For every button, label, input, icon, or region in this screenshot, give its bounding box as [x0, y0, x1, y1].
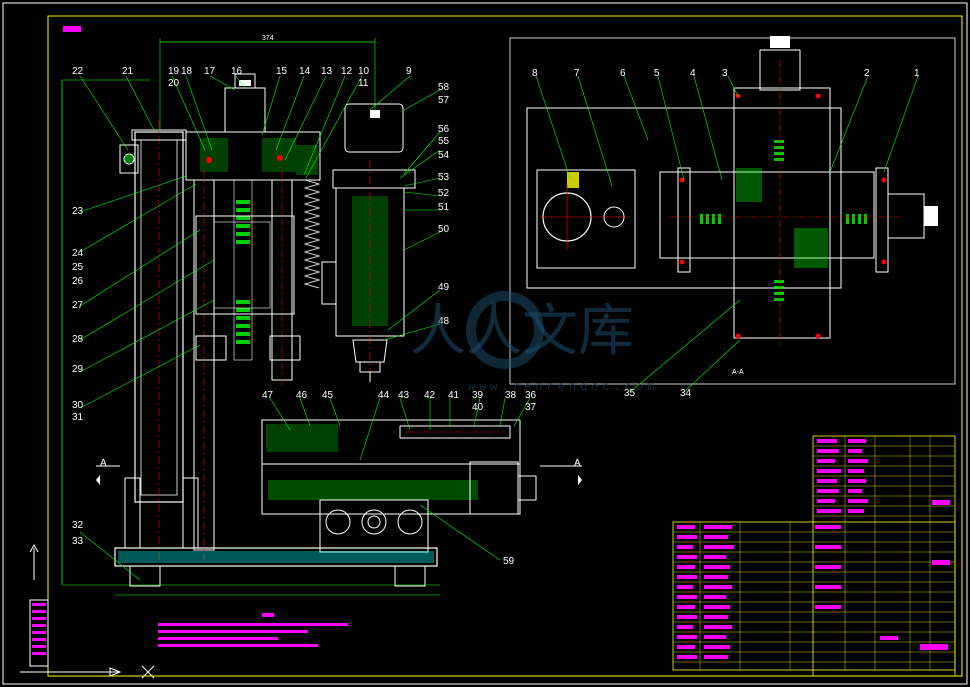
- part-label: 33: [72, 536, 84, 547]
- part-label: 53: [438, 172, 450, 183]
- main-view: 374: [61, 35, 582, 596]
- part-label: 18: [181, 66, 193, 77]
- watermark: 人人文库 www.renrendoc.com: [410, 291, 658, 394]
- part-label: 9: [406, 66, 412, 77]
- coordinate-symbol: [20, 543, 155, 679]
- section-view: [509, 36, 956, 393]
- drawing-number-tag: [63, 26, 81, 32]
- technical-notes: [158, 613, 348, 647]
- part-label: 7: [574, 68, 580, 79]
- part-label: 49: [438, 282, 450, 293]
- part-label: 36: [525, 390, 537, 401]
- part-label: 57: [438, 95, 450, 106]
- part-label: 56: [438, 124, 450, 135]
- part-label: 25: [72, 262, 84, 273]
- part-label: 2: [864, 68, 870, 79]
- watermark-url: www.renrendoc.com: [468, 380, 658, 394]
- part-label: 26: [72, 276, 84, 287]
- part-label: 24: [72, 248, 84, 259]
- part-label: 50: [438, 224, 450, 235]
- part-label: 47: [262, 390, 274, 401]
- part-label: 29: [72, 364, 84, 375]
- part-label: 17: [204, 66, 216, 77]
- part-label: 27: [72, 300, 84, 311]
- part-label: 22: [72, 66, 84, 77]
- part-label: 20: [168, 78, 180, 89]
- part-label: 54: [438, 150, 450, 161]
- part-label: 15: [276, 66, 288, 77]
- part-label: 3: [722, 68, 728, 79]
- part-label: 37: [525, 402, 537, 413]
- section-marker-right: A: [574, 458, 581, 469]
- part-label: 16: [231, 66, 243, 77]
- title-block: [672, 435, 956, 677]
- part-label: 43: [398, 390, 410, 401]
- part-label: 45: [322, 390, 334, 401]
- part-label: 51: [438, 202, 450, 213]
- part-label: 44: [378, 390, 390, 401]
- part-label: 12: [341, 66, 353, 77]
- part-label: 42: [424, 390, 436, 401]
- inner-frame: [47, 15, 963, 677]
- part-label: 1: [914, 68, 920, 79]
- part-label: 32: [72, 520, 84, 531]
- section-view-title: A-A: [732, 369, 744, 376]
- part-label: 19: [168, 66, 180, 77]
- part-label: 34: [680, 388, 692, 399]
- part-label: 59: [503, 556, 515, 567]
- part-label: 23: [72, 206, 84, 217]
- part-label: 11: [358, 78, 369, 89]
- part-label: 28: [72, 334, 84, 345]
- svg-text:374: 374: [262, 35, 274, 42]
- part-label: 46: [296, 390, 308, 401]
- part-label: 38: [505, 390, 517, 401]
- section-marker-left: A: [100, 458, 107, 469]
- part-label: 52: [438, 188, 450, 199]
- part-label: 14: [299, 66, 311, 77]
- part-label: 55: [438, 136, 450, 147]
- part-label: 10: [358, 66, 370, 77]
- part-label: 6: [620, 68, 626, 79]
- part-label: 5: [654, 68, 660, 79]
- part-label: 30: [72, 400, 84, 411]
- part-label: 41: [448, 390, 460, 401]
- part-label: 8: [532, 68, 538, 79]
- part-label: 21: [122, 66, 134, 77]
- part-label: 13: [321, 66, 333, 77]
- part-label: 39: [472, 390, 484, 401]
- watermark-text: 人人文库: [410, 301, 634, 363]
- part-label: 58: [438, 82, 450, 93]
- part-label: 48: [438, 316, 450, 327]
- part-label: 40: [472, 402, 484, 413]
- part-label: 4: [690, 68, 696, 79]
- part-label: 35: [624, 388, 636, 399]
- part-label: 31: [72, 412, 84, 423]
